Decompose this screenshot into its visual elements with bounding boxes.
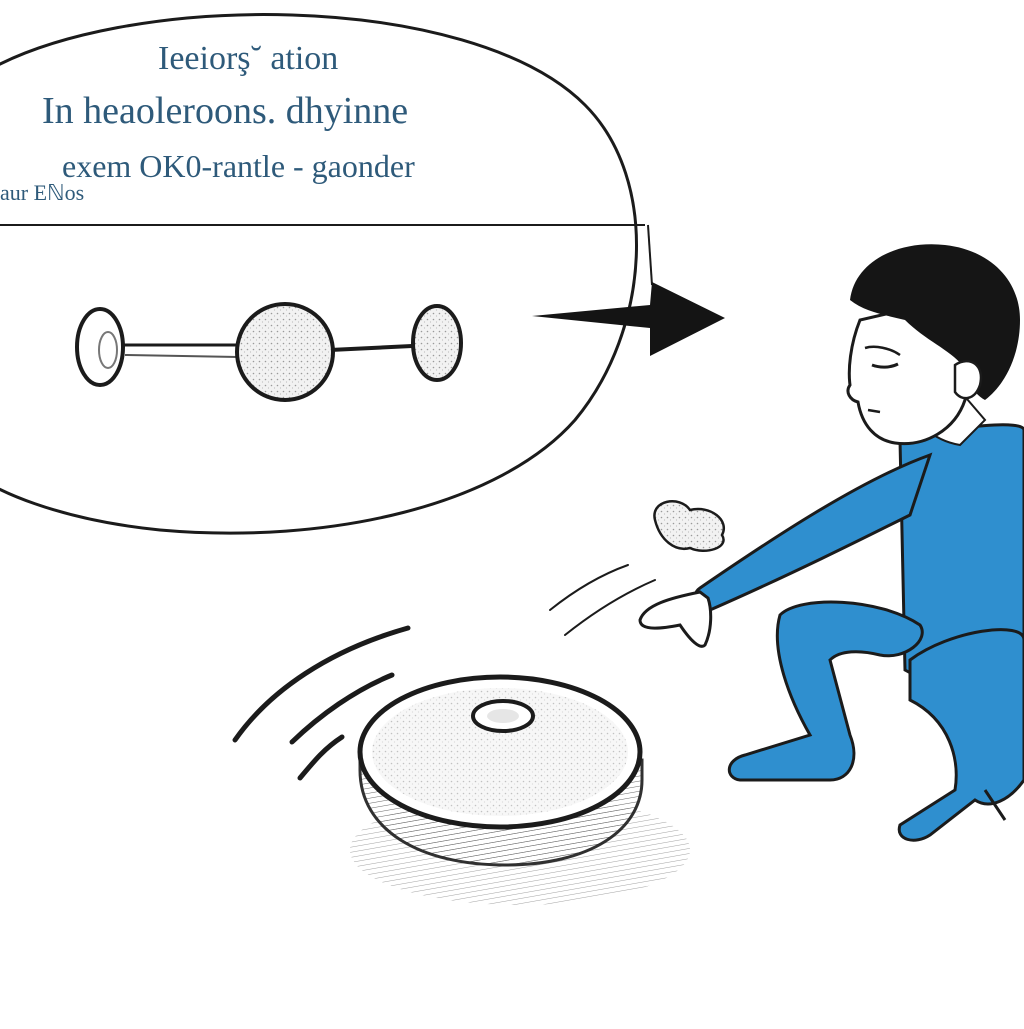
arrow-right-icon [532,282,725,356]
molecule-diagram-icon [75,302,463,402]
speech-bubble [0,13,653,535]
motion-lines [232,564,656,781]
robot-vacuum-icon [350,674,690,905]
bubble-text-line-3: exem OK0-rantle - gaonder [62,148,415,184]
bubble-text-line-1: Ieeiorş˘ ation [158,40,339,77]
crumpled-debris-icon [653,500,725,552]
bubble-text-line-4: aur Eℕos [0,180,85,205]
boy-character [638,244,1024,842]
bubble-text-line-2: In heaoleroons. dhyinne [42,90,409,132]
